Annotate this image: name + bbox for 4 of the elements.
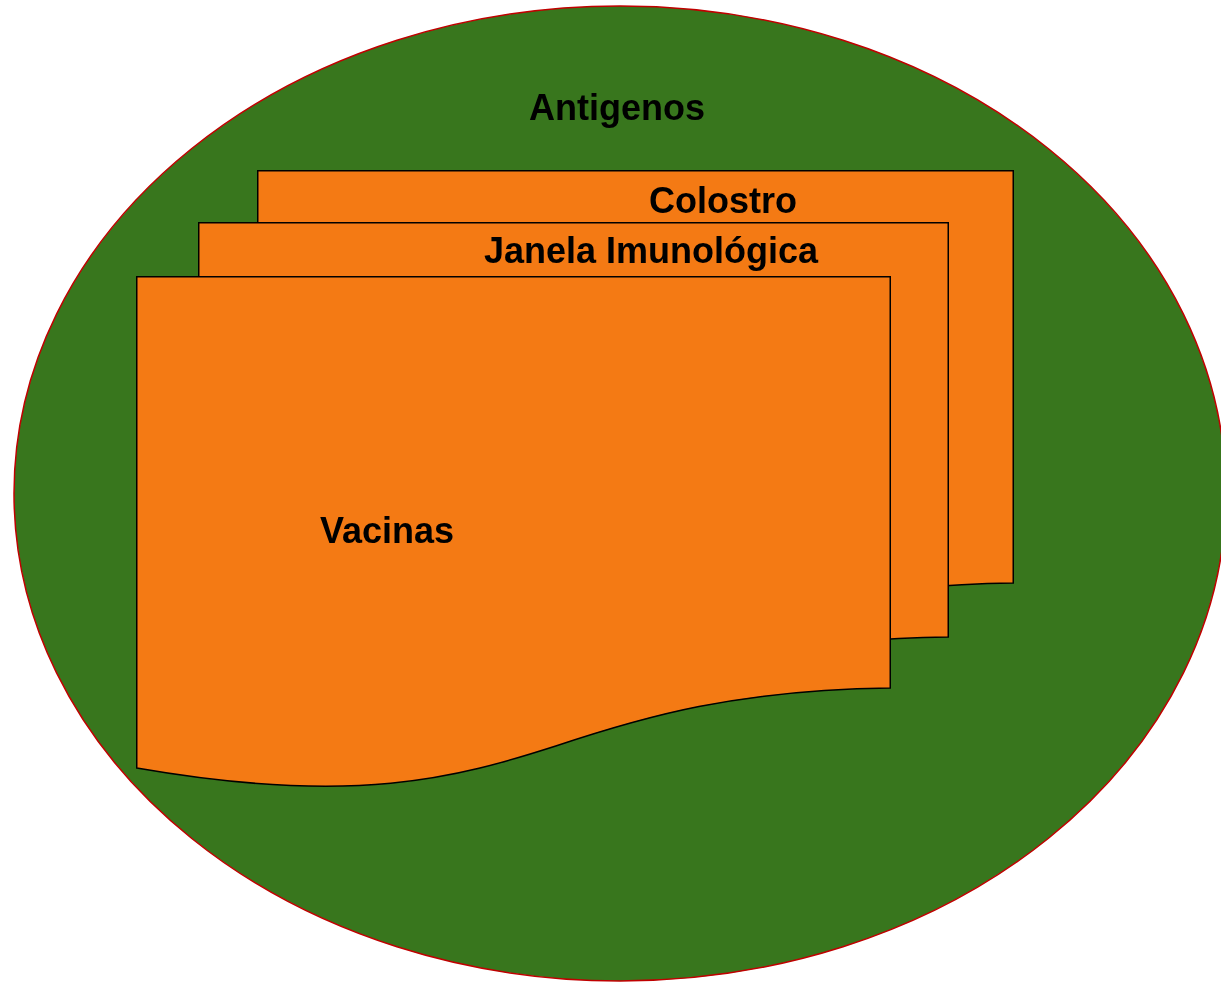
shape-label: Janela Imunológica — [484, 229, 819, 273]
shape-label: Antigenos — [528, 86, 706, 130]
shape-label: Colostro — [649, 179, 797, 223]
shape-label: Vacinas — [320, 509, 455, 553]
